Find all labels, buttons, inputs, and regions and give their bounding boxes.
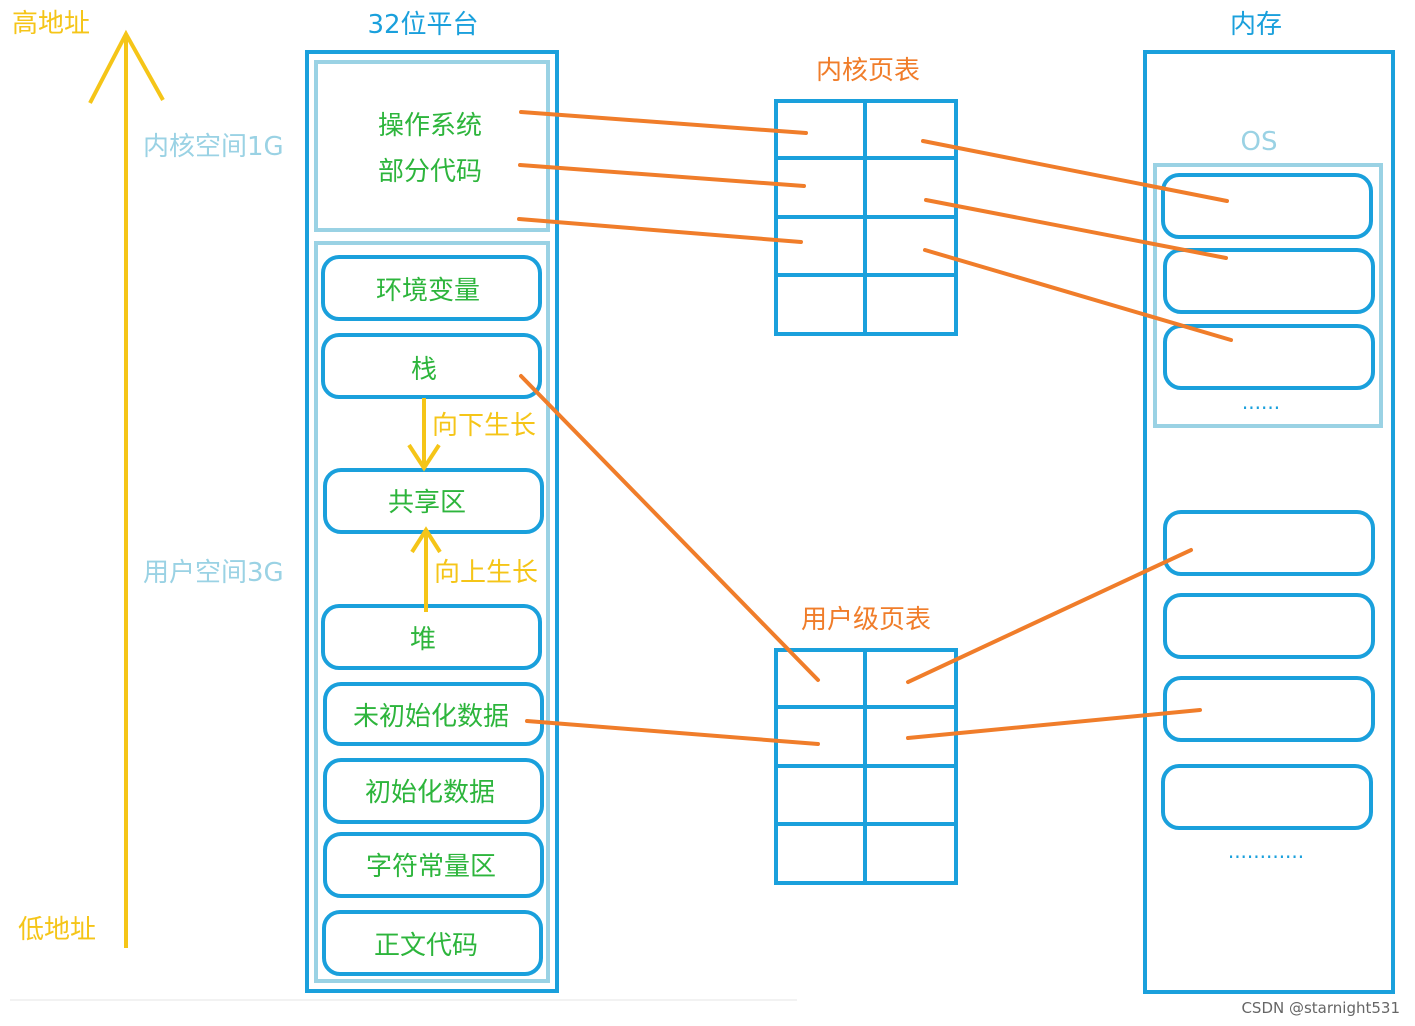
segment-bss-box [323,682,544,746]
segment-data-label: 初始化数据 [365,778,495,808]
segment-data: 初始化数据 [323,758,544,824]
os-label: OS [1241,127,1278,157]
kernel-space-region [314,60,550,232]
segment-env-vars-box [321,255,542,321]
os-memory-frame [1163,324,1375,390]
segment-heap-label: 堆 [410,625,436,655]
high-address-label: 高地址 [12,9,90,39]
user-memory-frame [1161,764,1373,830]
kernel-to-memory-line [921,139,1229,203]
memory-frame [1143,50,1395,994]
segment-text-box [322,910,543,976]
kernel-text-line1: 操作系统 [378,111,482,141]
memory-title: 内存 [1230,10,1282,40]
kernel-page-table-title: 内核页表 [816,56,920,86]
kernel-text-line2: 部分代码 [378,157,482,187]
segment-stack: 栈 [321,333,542,399]
user-space-region [314,241,550,983]
physical-memory: 内存 OS ...... ............ [1143,10,1395,994]
segment-env-vars: 环境变量 [321,255,542,321]
segment-heap-box [321,604,542,670]
kernel-to-memory-line [923,248,1233,342]
segment-env-vars-label: 环境变量 [376,276,480,306]
grow-down-label: 向下生长 [432,411,536,441]
kernel-mapping-line [519,110,808,135]
memory-bottom-ellipsis: ............ [1228,839,1304,863]
segment-heap: 堆 [321,604,542,670]
low-address-label: 低地址 [18,915,96,945]
kernel-space-label: 内核空间1G [143,132,284,162]
os-ellipsis: ...... [1242,390,1280,414]
segment-rodata-box [323,832,544,898]
mapping-lines [517,110,1233,746]
platform-title: 32位平台 [367,10,478,40]
segment-shared-label: 共享区 [388,488,466,518]
watermark: CSDN @starnight531 [1241,999,1400,1017]
user-memory-frame [1163,593,1375,659]
platform-frame [305,50,559,993]
user-page-table-title: 用户级页表 [801,605,931,635]
stack-mapping-line [519,374,820,682]
address-axis-arrowhead [88,29,165,104]
user-memory-frame [1163,510,1375,576]
segment-text-label: 正文代码 [374,931,478,961]
segment-rodata: 字符常量区 [323,832,544,898]
kernel-mapping-line [518,163,806,188]
os-memory-frame [1161,173,1373,239]
heap-grow-up-arrow [410,526,442,612]
segment-rodata-label: 字符常量区 [366,852,496,882]
segment-data-box [323,758,544,824]
segment-shared: 共享区 [323,468,544,534]
segment-bss: 未初始化数据 [323,682,544,746]
kernel-mapping-line [517,217,803,244]
kernel-to-memory-line [924,198,1228,260]
os-memory-frame [1163,248,1375,314]
user-to-memory-line [906,548,1193,684]
user-to-memory-line [906,708,1202,740]
grow-down-head [407,443,441,472]
user-space-label: 用户空间3G [143,558,284,588]
segment-stack-box [321,333,542,399]
user-memory-frame [1163,676,1375,742]
kernel-page-table: 内核页表 [774,56,958,336]
segment-text: 正文代码 [322,910,543,976]
user-page-table: 用户级页表 [774,605,958,885]
address-axis: 高地址 低地址 内核空间1G 用户空间3G [12,9,284,948]
os-region [1153,163,1383,428]
grow-up-label: 向上生长 [434,558,538,588]
segment-bss-label: 未初始化数据 [353,702,509,732]
stack-grow-down-arrow [407,398,441,472]
bss-mapping-line [525,719,820,746]
segment-shared-box [323,468,544,534]
grow-up-head [410,526,442,554]
segment-stack-label: 栈 [411,355,437,385]
platform-address-space: 32位平台 操作系统 部分代码 环境变量 栈 共享区 堆 未初始化数据 初始化数… [305,10,559,993]
